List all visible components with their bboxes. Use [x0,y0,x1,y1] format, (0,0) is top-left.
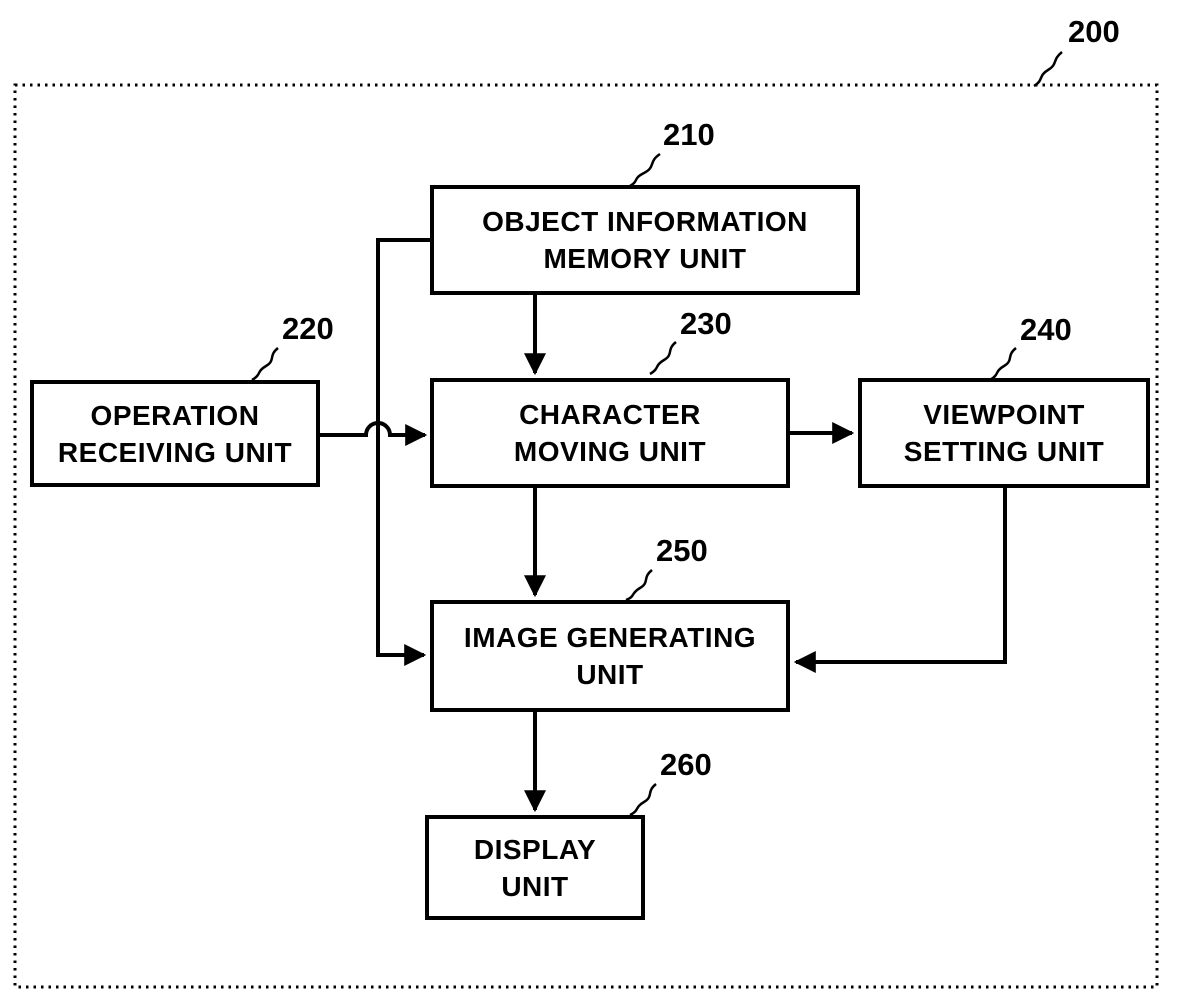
leader-line-230 [649,341,677,376]
leader-line-260 [629,783,657,817]
leader-line-220 [251,347,279,382]
ref-label-260: 260 [660,747,712,782]
box-label-line: OBJECT INFORMATION [482,206,808,237]
box-label-line: IMAGE GENERATING [463,622,757,653]
leader-line-250 [625,569,653,602]
box-label-line: VIEWPOINT [923,399,1085,430]
ref-label-210: 210 [663,117,715,152]
box-label-line: MEMORY UNIT [543,243,747,274]
ref-label-220: 220 [282,311,334,346]
leader-line-200 [1033,51,1063,88]
system-boundary-dotted-border [13,83,1159,989]
ref-label-250: 250 [656,533,708,568]
connector-operation-to-character [320,421,428,446]
leader-line-240 [989,347,1017,382]
figure-ref-label-200: 200 [1068,14,1120,49]
ref-label-230: 230 [680,306,732,341]
leader-line-210 [627,152,661,189]
object-information-memory-unit-box: OBJECT INFORMATION MEMORY UNIT [430,185,860,295]
operation-receiving-unit-box: OPERATION RECEIVING UNIT [30,380,320,487]
ref-label-240: 240 [1020,312,1072,347]
box-label-line: DISPLAY [473,833,597,865]
box-label-line: SETTING UNIT [903,436,1105,467]
image-generating-unit-box: IMAGE GENERATING UNIT [430,600,790,712]
display-unit-box: DISPLAY UNIT [425,815,645,920]
box-label-line: MOVING UNIT [513,436,707,467]
box-label-line: UNIT [576,659,644,690]
box-label-line: UNIT [501,870,569,902]
character-moving-unit-box: CHARACTER MOVING UNIT [430,378,790,488]
box-label-line: CHARACTER [519,399,701,430]
connector-viewpoint-to-image-generating [793,488,1007,673]
viewpoint-setting-unit-box: VIEWPOINT SETTING UNIT [858,378,1150,488]
box-label-line: OPERATION [90,399,260,431]
connector-object-memory-to-image-generating [376,238,430,666]
box-label-line: RECEIVING UNIT [57,436,293,468]
